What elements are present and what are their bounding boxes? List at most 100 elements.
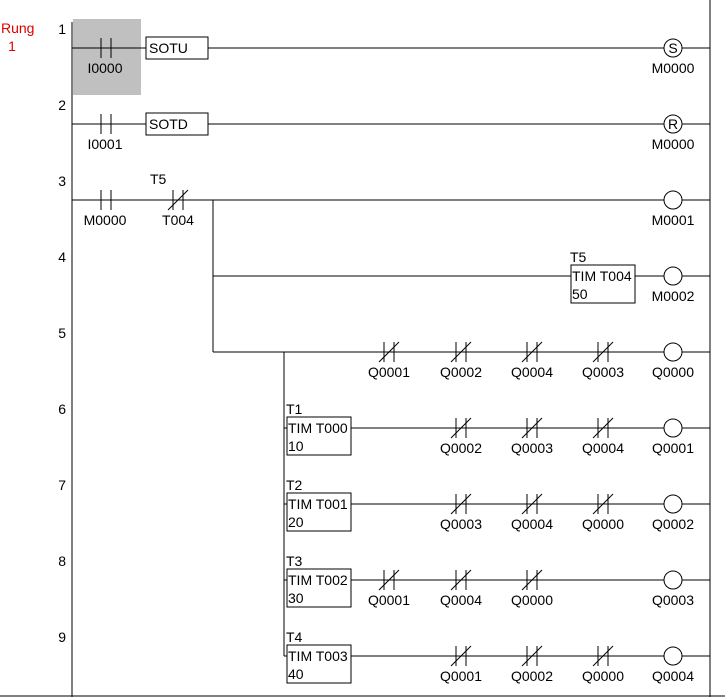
contact-label: Q0004 — [440, 592, 482, 608]
rung-number-label: 9 — [58, 629, 66, 645]
rung-label: Rung — [1, 20, 34, 36]
contact-label: Q0004 — [511, 516, 553, 532]
contact-label: Q0001 — [368, 364, 410, 380]
rung-number-label: 3 — [58, 173, 66, 189]
contact-slash — [450, 493, 472, 515]
timer-box — [286, 644, 352, 684]
coil-circle — [663, 646, 683, 666]
function-box — [145, 36, 209, 60]
contact-label: Q0002 — [511, 668, 553, 684]
timer-preset: 30 — [288, 590, 304, 606]
timer-label: TIM T002 — [288, 572, 348, 588]
coil-label: M0001 — [652, 212, 695, 228]
contact-label: M0000 — [84, 212, 127, 228]
timer-box — [286, 492, 352, 532]
rung-number-label: 2 — [58, 97, 66, 113]
contact-label: Q0004 — [582, 440, 624, 456]
rung-number-label: 8 — [58, 553, 66, 569]
coil-circle — [663, 494, 683, 514]
function-box-label: SOTD — [149, 116, 188, 132]
contact-slash — [521, 341, 543, 363]
coil-circle — [663, 114, 683, 134]
coil-label: M0000 — [652, 136, 695, 152]
timer-box — [570, 264, 636, 304]
rung-number-label: 1 — [58, 21, 66, 37]
coil-circle — [663, 418, 683, 438]
coil-label: Q0004 — [652, 668, 694, 684]
contact-label: Q0001 — [440, 668, 482, 684]
coil-circle — [663, 190, 683, 210]
contact-tag: T5 — [150, 171, 167, 187]
coil-circle — [663, 266, 683, 286]
contact-label: Q0000 — [511, 592, 553, 608]
contact-slash — [167, 189, 189, 211]
timer-preset: 20 — [288, 514, 304, 530]
timer-label: TIM T000 — [288, 420, 348, 436]
contact-label: Q0000 — [582, 516, 624, 532]
contact-slash — [378, 569, 400, 591]
coil-circle — [663, 570, 683, 590]
contact-slash — [450, 417, 472, 439]
rung-number-label: 6 — [58, 401, 66, 417]
rung-number-label: 7 — [58, 477, 66, 493]
timer-box — [286, 568, 352, 608]
contact-label: Q0002 — [440, 364, 482, 380]
coil-label: Q0002 — [652, 516, 694, 532]
contact-label: Q0000 — [582, 668, 624, 684]
contact-slash — [521, 569, 543, 591]
contact-slash — [450, 645, 472, 667]
contact-slash — [450, 569, 472, 591]
coil-label: Q0003 — [652, 592, 694, 608]
contact-label: I0001 — [87, 136, 122, 152]
timer-preset: 50 — [572, 286, 588, 302]
rung-number-label: 4 — [58, 249, 66, 265]
selection-highlight — [73, 19, 141, 95]
rung-number-label: 5 — [58, 325, 66, 341]
timer-tag: T3 — [286, 553, 303, 569]
coil-label: M0002 — [652, 288, 695, 304]
timer-tag: T2 — [286, 477, 303, 493]
timer-preset: 40 — [288, 666, 304, 682]
contact-slash — [592, 493, 614, 515]
rung-number: 1 — [8, 38, 16, 54]
coil-symbol: S — [668, 40, 677, 56]
timer-label: TIM T004 — [572, 268, 632, 284]
contact-slash — [521, 417, 543, 439]
contact-slash — [450, 341, 472, 363]
contact-label: Q0003 — [440, 516, 482, 532]
contact-label: Q0002 — [440, 440, 482, 456]
coil-circle — [663, 342, 683, 362]
contact-slash — [592, 417, 614, 439]
contact-slash — [521, 493, 543, 515]
timer-tag: T5 — [570, 249, 587, 265]
timer-tag: T4 — [286, 629, 303, 645]
contact-label: I0000 — [87, 60, 122, 76]
coil-label: Q0000 — [652, 364, 694, 380]
timer-label: TIM T001 — [288, 496, 348, 512]
timer-label: TIM T003 — [288, 648, 348, 664]
function-box-label: SOTU — [149, 40, 188, 56]
contact-label: T004 — [162, 212, 194, 228]
timer-tag: T1 — [286, 401, 303, 417]
contact-slash — [378, 341, 400, 363]
coil-circle — [663, 38, 683, 58]
contact-slash — [592, 645, 614, 667]
contact-label: Q0004 — [511, 364, 553, 380]
contact-slash — [592, 341, 614, 363]
contact-label: Q0003 — [582, 364, 624, 380]
coil-label: Q0001 — [652, 440, 694, 456]
timer-preset: 10 — [288, 438, 304, 454]
contact-slash — [521, 645, 543, 667]
contact-label: Q0001 — [368, 592, 410, 608]
